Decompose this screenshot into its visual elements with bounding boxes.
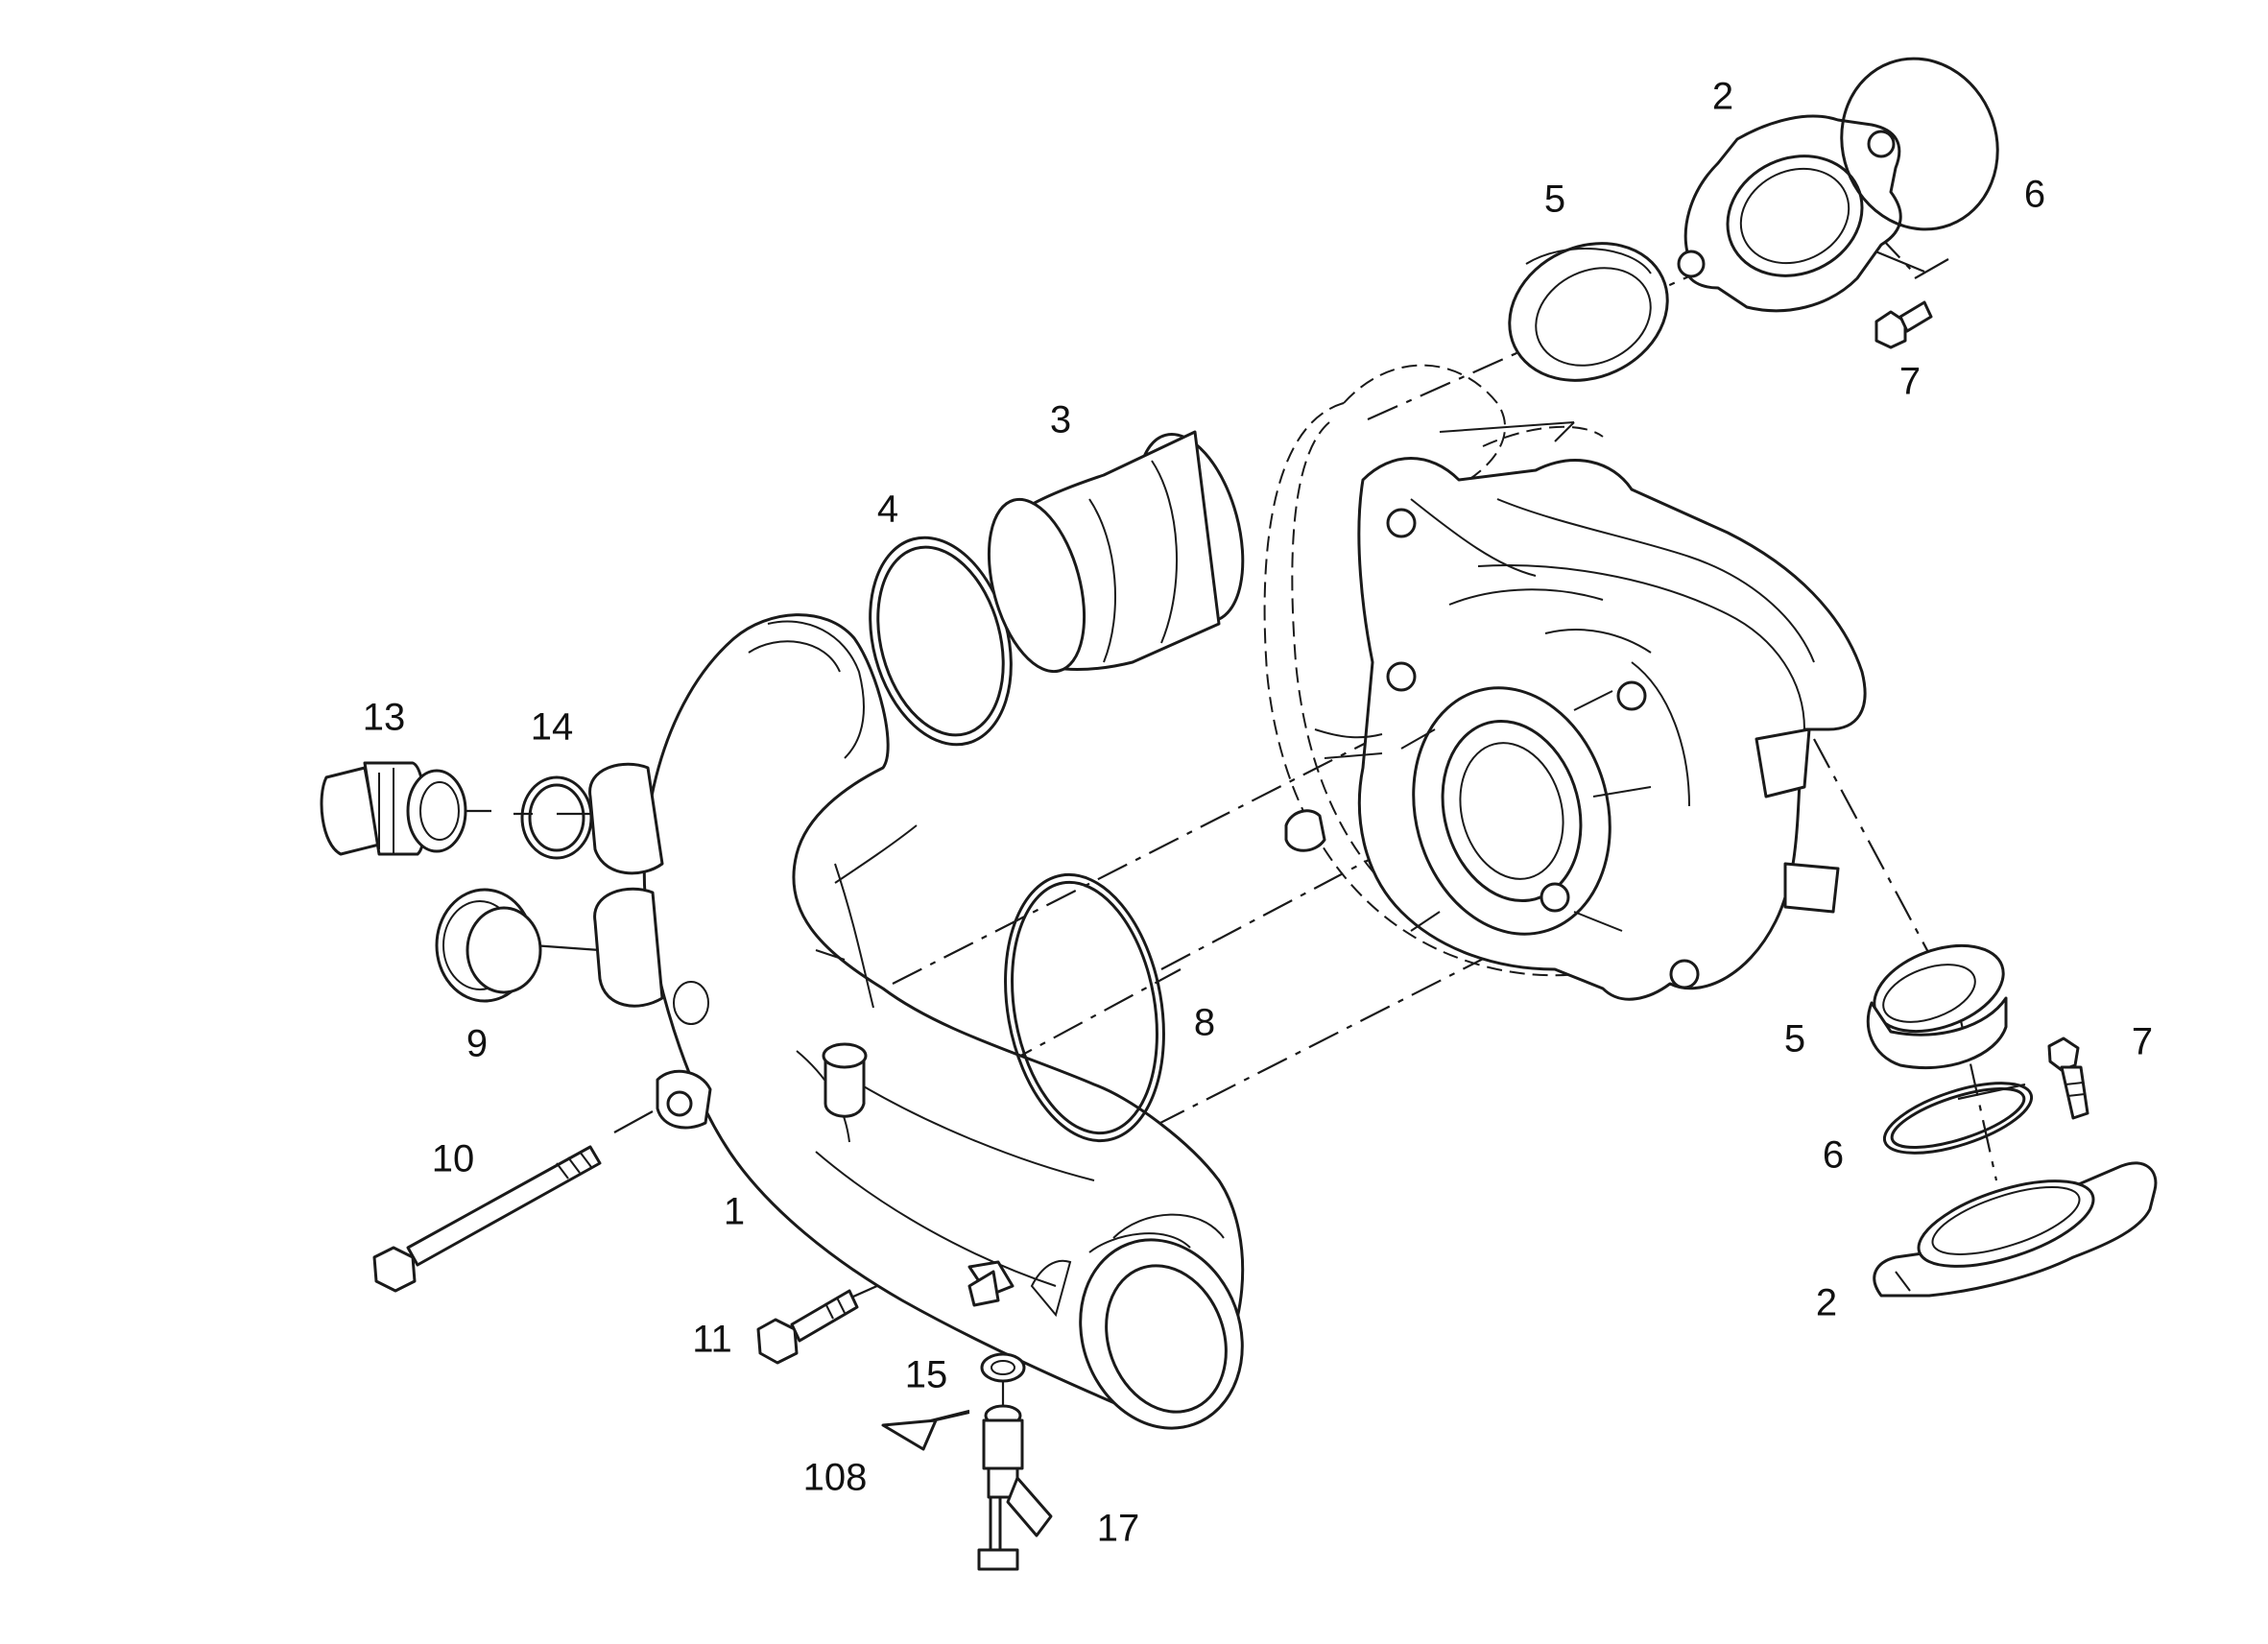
callout-7-bottom: 7 <box>2132 1021 2153 1063</box>
part-1-coolant-pipe <box>588 613 1245 1430</box>
callout-7-top: 7 <box>1899 361 1921 403</box>
part-17-temperature-sensor <box>977 1404 1053 1571</box>
part-6-top-o-ring <box>1840 57 1999 231</box>
callout-17: 17 <box>1097 1508 1140 1550</box>
callout-15: 15 <box>905 1354 948 1396</box>
callout-9: 9 <box>466 1023 488 1065</box>
callout-6-top: 6 <box>2024 174 2045 216</box>
callout-4: 4 <box>877 488 898 531</box>
callout-11: 11 <box>692 1319 732 1361</box>
part-3-sleeve <box>987 430 1245 674</box>
callout-108: 108 <box>803 1457 868 1499</box>
callout-5-bottom: 5 <box>1784 1018 1805 1060</box>
callout-1: 1 <box>724 1191 745 1233</box>
callout-6-bottom: 6 <box>1823 1134 1844 1177</box>
part-10-long-bolt <box>372 1145 602 1293</box>
part-2-top-flange <box>1677 114 1902 313</box>
callout-labels: 2 6 5 7 3 4 13 14 9 8 5 7 6 2 10 1 11 15… <box>363 76 2153 1550</box>
callout-13: 13 <box>363 697 406 739</box>
part-2-bottom-flange <box>1873 1161 2158 1298</box>
part-14-o-ring <box>520 775 593 860</box>
callout-2-bottom: 2 <box>1816 1282 1837 1324</box>
pump-housing <box>1284 421 1867 1001</box>
part-6-bottom-o-ring <box>1882 1082 2034 1155</box>
part-7-top-bolt <box>1874 300 1933 349</box>
part-15-sealing-washer <box>980 1352 1026 1383</box>
callout-10: 10 <box>432 1138 475 1180</box>
part-11-short-bolt <box>756 1289 859 1365</box>
part-7-bottom-bolt <box>2047 1036 2089 1120</box>
part-5-bottom-sleeve <box>1866 943 2008 1070</box>
callout-3: 3 <box>1050 399 1071 441</box>
callout-8: 8 <box>1194 1002 1215 1044</box>
part-13-threaded-plug <box>320 761 467 856</box>
part-9-cap <box>435 888 542 1003</box>
part-108-sealant-tube <box>881 1412 970 1451</box>
part-8-large-o-ring <box>1004 872 1165 1143</box>
part-5-top-sleeve <box>1508 242 1669 382</box>
callout-5-top: 5 <box>1544 179 1565 221</box>
callout-2-top: 2 <box>1712 76 1733 118</box>
callout-14: 14 <box>531 706 574 749</box>
